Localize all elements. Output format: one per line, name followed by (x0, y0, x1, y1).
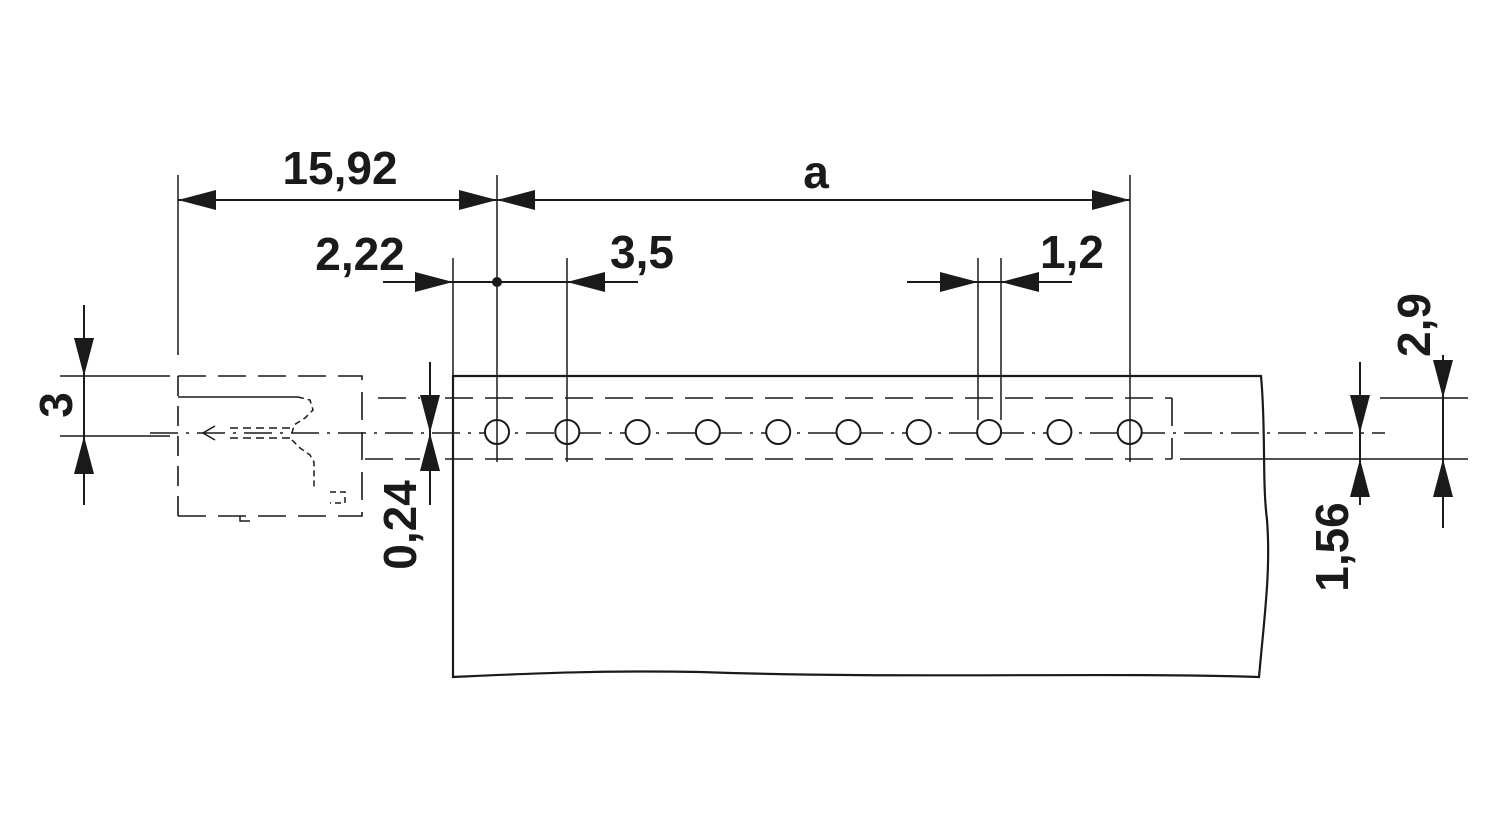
mating-connector-phantom (177, 375, 363, 522)
dim-label-3-5: 3,5 (610, 226, 674, 278)
dim-label-15-92: 15,92 (282, 142, 397, 194)
dim-label-1-2: 1,2 (1040, 226, 1104, 278)
dim-line-156 (1350, 362, 1370, 505)
right-extension-lines (1180, 397, 1468, 460)
dim-line-left-3 (60, 305, 170, 505)
dim-label-2-9: 2,9 (1388, 293, 1440, 357)
hole-extension-lines (177, 175, 1131, 462)
hole (624, 419, 651, 445)
hole (1046, 419, 1073, 445)
dim-line-024 (420, 362, 440, 505)
dim-label-3: 3 (30, 392, 82, 418)
dim-label-0-24: 0,24 (374, 480, 426, 570)
dim-label-2-22: 2,22 (315, 228, 405, 280)
hole (765, 419, 792, 445)
dim-label-a: a (803, 146, 829, 198)
hole (976, 419, 1003, 445)
hole (835, 419, 862, 445)
pcb-board-outline (451, 374, 1270, 679)
dim-line-pitch (383, 272, 638, 292)
dim-line-29 (1433, 355, 1453, 528)
dim-line-top (178, 190, 1130, 210)
dim-line-hole (907, 272, 1072, 292)
hole (905, 419, 932, 445)
dim-label-1-56: 1,56 (1306, 502, 1358, 592)
footprint-outline (365, 397, 1173, 460)
hole-row (484, 419, 1143, 445)
hole (694, 419, 721, 445)
